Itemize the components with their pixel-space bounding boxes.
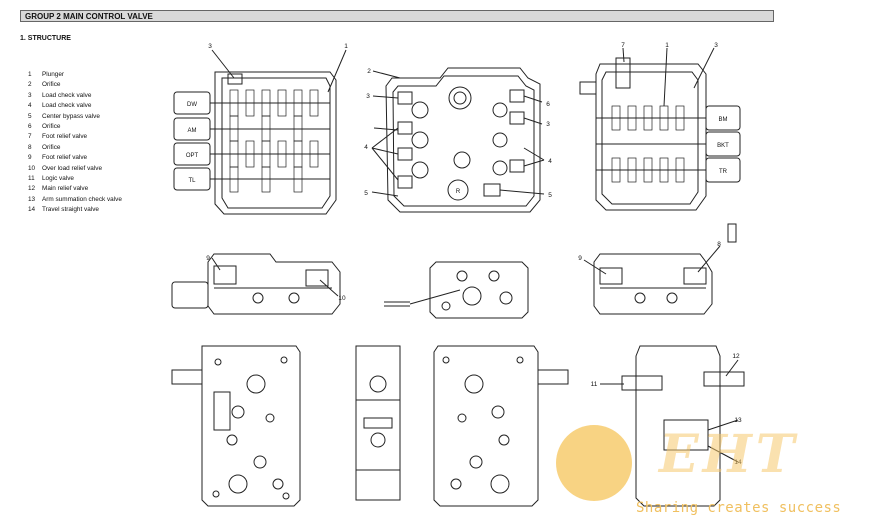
- part-number: 10: [28, 164, 36, 172]
- callout-number: 11: [591, 381, 598, 388]
- parts-list-item: 9 Foot relief valve: [28, 153, 122, 163]
- bottom-view-2: [355, 345, 401, 501]
- callout-number: 7: [621, 42, 625, 49]
- callout-number: 8: [717, 241, 721, 248]
- part-name: Plunger: [42, 71, 65, 78]
- callout-number: 1: [344, 43, 348, 50]
- part-name: Orifice: [42, 81, 61, 89]
- callout-number: 3: [208, 43, 212, 50]
- callout-number: 2: [367, 68, 371, 75]
- part-name: Over load relief valve: [42, 164, 103, 172]
- watermark-logo: EHT: [659, 424, 799, 485]
- middle-right-side-view: [583, 223, 737, 315]
- part-number: 2: [28, 81, 32, 89]
- callout-number: 3: [714, 42, 718, 49]
- part-name: Travel straight valve: [42, 206, 99, 214]
- part-number: 12: [28, 185, 36, 193]
- part-number: 13: [28, 195, 36, 203]
- callout-number: 13: [734, 417, 742, 424]
- callout-number: 9: [578, 255, 582, 262]
- bottom-view-4: [600, 345, 745, 507]
- spool-label: OPT: [186, 153, 199, 159]
- middle-center-view: [384, 261, 529, 319]
- parts-list-item: 3 Load check valve: [28, 91, 122, 101]
- parts-list-item: 14 Travel straight valve: [28, 205, 122, 215]
- watermark-text: Sharing creates success: [636, 500, 842, 516]
- parts-list-item: 2 Orifice: [28, 80, 122, 90]
- part-number: 9: [28, 154, 32, 162]
- part-number: 3: [28, 91, 32, 99]
- parts-list-item: 6 Orifice: [28, 122, 122, 132]
- parts-list-item: 13 Arm summation check valve: [28, 195, 122, 205]
- part-name: Foot relief valve: [42, 133, 88, 141]
- callout-number: 5: [548, 192, 552, 199]
- callout-number: 12: [732, 353, 740, 360]
- spool-label: BM: [719, 117, 728, 123]
- part-name: Logic valve: [42, 175, 74, 183]
- part-number: 11: [28, 175, 35, 183]
- callout-number: 3: [546, 121, 550, 128]
- parts-list-item: 5 Center bypass valve: [28, 112, 122, 122]
- parts-list-item: 7 Foot relief valve: [28, 132, 122, 142]
- part-number: 14: [28, 206, 36, 214]
- part-name: Foot relief valve: [42, 154, 88, 162]
- callout-number: 3: [366, 93, 370, 100]
- parts-list-item: 8 Orifice: [28, 143, 122, 153]
- part-number: 7: [28, 133, 32, 141]
- callout-number: 5: [364, 190, 368, 197]
- parts-list-item: 10 Over load relief valve: [28, 164, 122, 174]
- port-label: R: [456, 189, 461, 195]
- watermark-logo-circle: [556, 425, 632, 501]
- bottom-view-3: [433, 345, 569, 507]
- spool-label: TL: [188, 178, 196, 184]
- part-number: 4: [28, 102, 32, 110]
- part-name: Orifice: [42, 143, 61, 151]
- section-title: 1. STRUCTURE: [20, 35, 71, 42]
- parts-list-item: 4 Load check valve: [28, 101, 122, 111]
- callout-number: 9: [206, 255, 210, 262]
- callout-number: 6: [546, 101, 550, 108]
- part-name: Load check valve: [42, 91, 92, 99]
- right-top-view: [579, 47, 741, 211]
- part-number: 8: [28, 143, 32, 151]
- part-name: Load check valve: [42, 102, 92, 110]
- spool-label: DW: [187, 102, 197, 108]
- spool-label: AM: [188, 128, 197, 134]
- part-number: 5: [28, 112, 32, 120]
- middle-left-side-view: [171, 253, 341, 315]
- callout-number: 14: [734, 459, 742, 466]
- part-number: 6: [28, 123, 32, 131]
- callout-number: 10: [338, 295, 346, 302]
- parts-list-item: 11 Logic valve: [28, 174, 122, 184]
- callout-number: 4: [364, 144, 368, 151]
- part-number: 1: [28, 71, 32, 78]
- part-name: Main relief valve: [42, 185, 89, 193]
- center-top-view: [371, 67, 545, 213]
- part-name: Center bypass valve: [42, 112, 100, 120]
- callout-number: 4: [548, 158, 552, 165]
- group-header: GROUP 2 MAIN CONTROL VALVE: [20, 10, 774, 22]
- left-top-view: [173, 49, 347, 215]
- part-name: Arm summation check valve: [42, 195, 122, 203]
- part-name: Orifice: [42, 123, 61, 131]
- spool-label: TR: [719, 169, 728, 175]
- parts-list-item: 12 Main relief valve: [28, 184, 122, 194]
- spool-label: BKT: [717, 143, 729, 149]
- callout-number: 1: [665, 42, 669, 49]
- parts-list-item: 1 Plunger: [28, 70, 122, 80]
- bottom-view-1: [171, 345, 301, 507]
